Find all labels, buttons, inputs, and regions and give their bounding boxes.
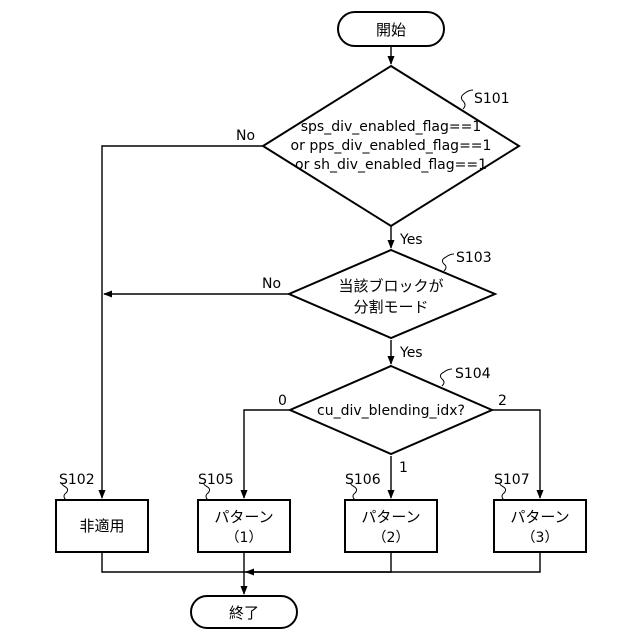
start-terminal: 開始 [338,12,444,46]
start-label: 開始 [376,21,406,39]
s103-step-pointer [442,254,454,271]
flow-s101-no [102,146,263,498]
decision-s104: cu_div_blending_idx? S104 0 1 2 [278,366,507,476]
s103-yes-label: Yes [399,345,423,361]
flow-s107-merge [246,552,540,572]
s104-step-label: S104 [455,366,491,382]
s107-line-2: （3） [522,530,559,546]
flow-s104-branch-0 [244,410,290,498]
s107-step-label: S107 [494,472,530,488]
s105-step-label: S105 [198,472,234,488]
s104-branch-2-label: 2 [498,393,507,409]
s105-line-1: パターン [214,508,273,526]
s101-line-3: or sh_div_enabled_flag==1 [295,157,487,173]
s103-line-1: 当該ブロックが [338,277,443,295]
s106-line-1: パターン [361,508,420,526]
s107-line-1: パターン [510,508,569,526]
s105-line-2: （1） [226,530,263,546]
flow-s102-merge [102,552,244,572]
s104-branch-1-label: 1 [399,460,408,476]
s106-line-2: （2） [373,530,410,546]
s106-step-label: S106 [345,472,381,488]
s101-line-1: sps_div_enabled_flag==1 [301,119,482,135]
flow-s106-merge [244,552,391,572]
s101-yes-label: Yes [399,232,423,248]
decision-s103: 当該ブロックが 分割モード S103 No Yes [262,250,495,361]
s103-no-label: No [262,276,281,292]
s102-label: 非適用 [79,517,124,535]
s104-text: cu_div_blending_idx? [317,403,465,419]
s104-branch-0-label: 0 [278,393,287,409]
s103-line-2: 分割モード [353,298,428,316]
s101-line-2: or pps_div_enabled_flag==1 [291,138,492,154]
s102-step-label: S102 [59,472,95,488]
s103-step-label: S103 [456,250,492,266]
s101-no-label: No [236,128,255,144]
s104-step-pointer [440,369,452,386]
s101-step-label: S101 [474,91,510,107]
decision-s101: sps_div_enabled_flag==1 or pps_div_enabl… [236,66,519,248]
end-terminal: 終了 [191,596,297,628]
end-label: 終了 [229,604,259,622]
s101-step-pointer [461,90,473,109]
